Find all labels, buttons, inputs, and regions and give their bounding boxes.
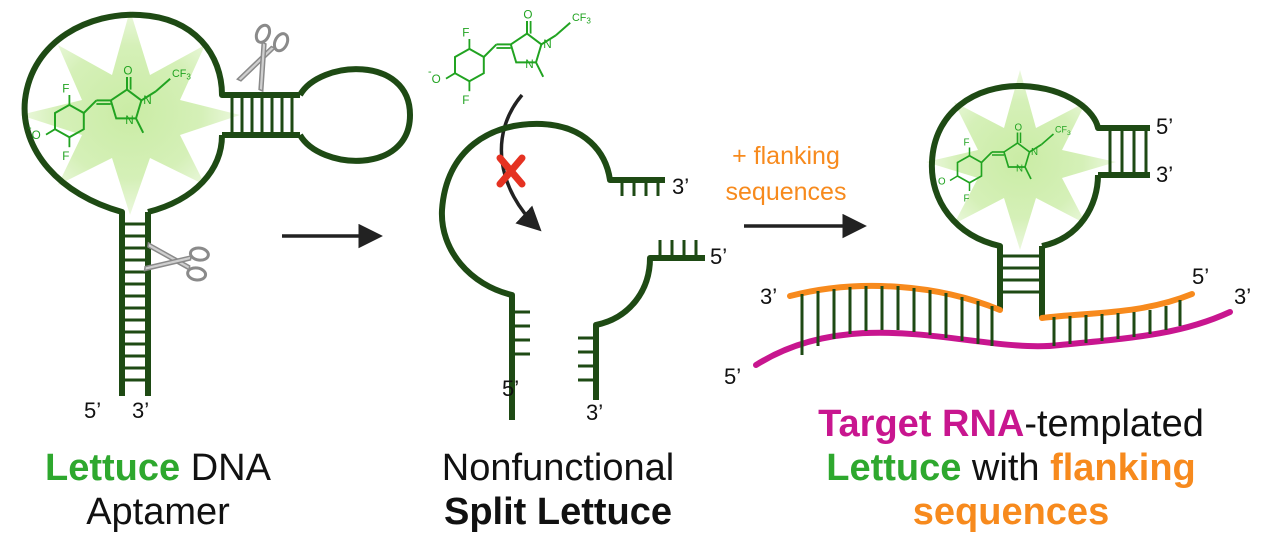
flank-right [1039,291,1195,321]
fluorine-label: F [462,94,469,107]
five-prime-end-label: 5’ [1156,114,1173,139]
charge-label: - [28,122,32,134]
split-stub-top [620,180,660,196]
carbonyl-label: O [123,64,132,77]
panel-1-lettuce-aptamer: F O - F O N N CF3 5’ 3’ [20,10,414,423]
scissors-icon [142,239,211,283]
panel-2-split-lettuce: F O - F O N N CF3 [428,8,727,425]
nitrogen-label: N [125,114,133,127]
split-stub-right [658,240,698,258]
oxygen-label: O [32,129,41,142]
cf3-label: CF3 [172,68,191,82]
five-prime-end-label: 5’ [502,376,519,401]
main-stem-3 [997,246,1045,318]
three-prime-end-label: 3’ [132,398,149,423]
fluorine-label: F [462,26,469,39]
target-rna-strand [753,309,1233,368]
fluorine-label: F [964,194,970,205]
carbonyl-label: O [523,8,532,21]
caption-flanking: flanking [1050,447,1196,489]
three-prime-end-label: 3’ [1156,162,1173,187]
caption-dna: DNA [180,447,271,489]
arrow-label-line-1: + flanking [732,142,840,170]
fluorine-label: F [62,150,69,163]
caption-target-rna: Target RNA [818,403,1025,445]
caption-sequences: sequences [912,491,1110,533]
main-stem-1 [119,212,151,396]
three-prime-end-label: 3’ [672,174,689,199]
fluorine-label: F [964,137,970,148]
fluorescence-glow [20,10,240,215]
three-prime-end-label: 3’ [586,400,603,425]
cf3-label: CF3 [1055,125,1071,137]
carbonyl-label: O [1015,122,1023,133]
oxygen-label: O [938,176,946,187]
split-stub-left [512,310,530,356]
caption-lettuce: Lettuce [826,447,962,489]
caption-aptamer: Aptamer [86,491,230,533]
nitrogen-label: N [525,58,533,71]
five-prime-end-label: 5’ [84,398,101,423]
fluorine-label: F [62,82,69,95]
split-strand-right [593,255,705,400]
fluorescence-glow [926,70,1116,250]
caption-panel-2: Nonfunctional Split Lettuce [398,446,718,534]
caption-split-lettuce: Split Lettuce [443,491,673,533]
three-prime-end-label: 3’ [1234,284,1251,309]
caption-templated: -templated [1024,403,1204,445]
flank-right-base-pairs [1052,300,1182,346]
nitrogen-label: N [1031,147,1038,158]
five-prime-end-label: 5’ [724,364,741,389]
arrow-label-line-2: sequences [726,178,847,206]
caption-nonfunctional: Nonfunctional [441,447,675,489]
panel-3-templated-lettuce: F O F O N N CF3 5’ 3’ 3’ [724,70,1251,389]
cross-mark-icon [496,154,526,188]
nitrogen-label: N [1016,164,1023,175]
caption-lettuce: Lettuce [45,447,181,489]
flank-left [787,282,1003,313]
aptamer-loop [21,11,225,215]
nitrogen-label: N [543,38,551,51]
split-strand-left [438,120,665,420]
split-stub-bottom [578,336,596,382]
hairpin-stem-3 [1098,125,1150,178]
hairpin-stem-1 [222,66,414,164]
caption-with: with [961,447,1051,489]
oxygen-label: O [432,73,441,86]
cf3-label: CF3 [572,12,591,26]
caption-panel-3: Target RNA-templated Lettuce with flanki… [766,402,1256,534]
fluorophore-structure-1: F O - F O N N CF3 [28,64,191,163]
nitrogen-label: N [143,94,151,107]
fluorophore-structure-2: F O - F O N N CF3 [428,8,591,107]
three-prime-end-label: 3’ [760,284,777,309]
five-prime-end-label: 5’ [1192,264,1209,289]
fluorophore-structure-3: F O F O N N CF3 [938,122,1071,204]
charge-label: - [428,66,432,78]
scissors-icon [234,21,292,94]
caption-panel-1: Lettuce DNA Aptamer [8,446,308,534]
flank-left-base-pairs [800,286,994,355]
five-prime-end-label: 5’ [710,244,727,269]
aptamer-loop [928,82,1101,249]
